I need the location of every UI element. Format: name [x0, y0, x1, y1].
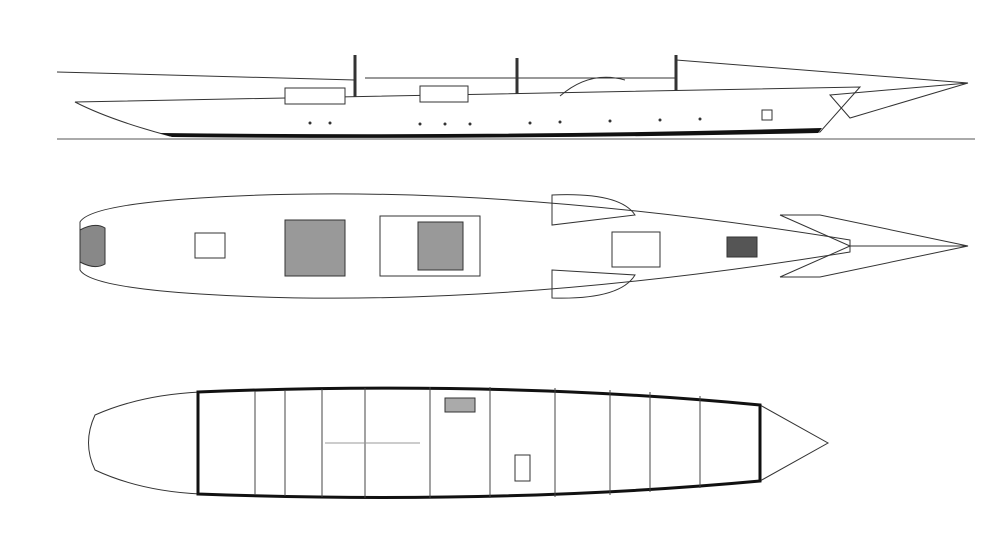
- forestay: [675, 59, 969, 84]
- bulkheads: [254, 387, 701, 498]
- windlass: [726, 236, 758, 258]
- deckhouse-aft: [284, 87, 346, 105]
- hatch-1: [194, 232, 226, 259]
- tender-1: [551, 194, 636, 226]
- boot-stripe: [160, 128, 822, 138]
- hull-plan-frame: [196, 386, 762, 499]
- skylight-grating: [417, 221, 464, 271]
- dining-table: [444, 397, 476, 413]
- bowsprit-rig: [56, 71, 356, 81]
- cockpit-arch: [559, 76, 626, 97]
- crown-emblem: [761, 109, 773, 121]
- side-profile-view: [56, 55, 975, 140]
- deckhouse-mid: [419, 85, 469, 103]
- deck-plan-view: [79, 193, 969, 299]
- interior-layout-view: [88, 386, 830, 499]
- deck-outline: [79, 193, 851, 299]
- saloon-table: [514, 454, 531, 482]
- portholes: [308, 117, 702, 126]
- bowsprit: [828, 82, 969, 119]
- deckhouse-plan: [379, 215, 481, 277]
- cockpit-table: [611, 231, 661, 268]
- tender-2: [551, 269, 636, 299]
- transom: [79, 224, 106, 268]
- aft-deck-grating: [284, 219, 346, 277]
